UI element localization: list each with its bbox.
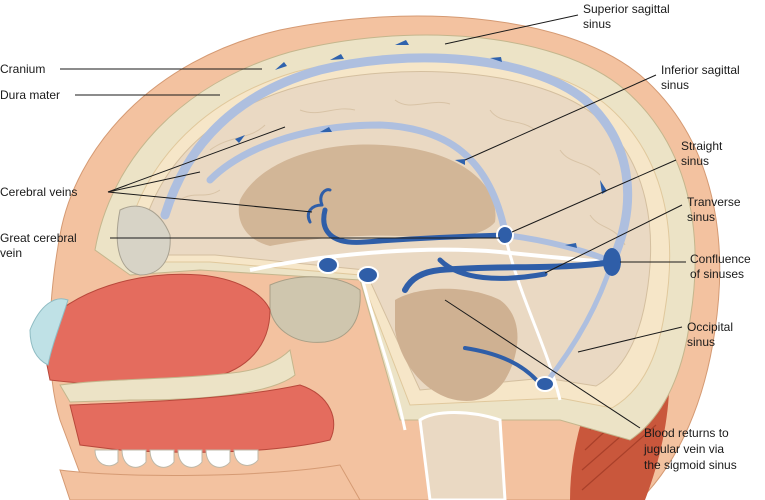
spinal-cord: [418, 411, 507, 500]
leader-cerebral-veins-1: [107, 126, 286, 193]
label-straight-line1: Straight: [681, 139, 723, 153]
label-cerebral-veins: Cerebral veins: [0, 185, 77, 199]
flow-arrow: [600, 180, 607, 194]
leader-straight-sinus: [511, 159, 677, 233]
straight-sinus-node: [496, 225, 514, 245]
label-blood-returns-line1: Blood returns to: [644, 426, 729, 440]
occipital-sinus-channel: [542, 259, 615, 387]
label-great-cerebral-vein-line1: Great cerebral: [0, 231, 77, 245]
flow-arrows: [235, 40, 607, 248]
flow-arrow: [330, 54, 344, 60]
flow-arrow: [565, 243, 577, 248]
label-superior-sagittal-line2: sinus: [583, 17, 611, 31]
sigmoid-vein: [437, 257, 548, 281]
label-occipital-line1: Occipital: [687, 320, 733, 334]
leader-superior-sagittal: [444, 14, 579, 45]
cavernous-node-2: [357, 266, 379, 284]
sinus-bone-cavity: [116, 205, 171, 276]
label-great-cerebral-vein-line2: vein: [0, 246, 22, 260]
cavernous-node-1: [317, 256, 339, 274]
label-straight-sinus: Straight sinus: [681, 139, 726, 168]
label-cranium: Cranium: [0, 62, 45, 76]
superior-sagittal-sinus-channel: [160, 53, 633, 267]
tentorium: [249, 247, 613, 272]
labels: Cranium Dura mater Cerebral veins Great …: [0, 2, 754, 472]
transverse-sinus-vein: [402, 259, 615, 293]
flow-arrow: [455, 159, 465, 165]
label-transverse-sinus: Tranverse sinus: [687, 195, 744, 224]
label-superior-sagittal-sinus: Superior sagittal sinus: [583, 2, 673, 31]
leader-cerebral-veins-3: [107, 191, 313, 213]
label-occipital-line2: sinus: [687, 335, 715, 349]
brainstem: [395, 288, 518, 401]
nose-tip: [29, 298, 69, 366]
lower-jaw: [59, 464, 361, 500]
leader-transverse-sinus: [544, 204, 683, 274]
confluence-node: [603, 248, 621, 276]
cerebral-vein-branch: [306, 188, 332, 224]
occipital-node: [535, 376, 555, 392]
label-inferior-sagittal-sinus: Inferior sagittal sinus: [661, 63, 743, 92]
veins: [306, 188, 621, 392]
label-dura-mater: Dura mater: [0, 88, 60, 102]
label-confluence-line1: Confluence: [690, 252, 751, 266]
label-confluence-of-sinuses: Confluence of sinuses: [690, 252, 754, 281]
label-confluence-line2: of sinuses: [690, 267, 744, 281]
label-blood-returns: Blood returns to jugular vein via the si…: [643, 426, 737, 472]
skull-base: [269, 276, 361, 343]
inferior-sagittal-sinus-channel: [206, 121, 509, 236]
great-cerebral-vein: [321, 207, 508, 245]
label-transverse-line2: sinus: [687, 210, 715, 224]
label-straight-line2: sinus: [681, 154, 709, 168]
flow-arrow: [490, 57, 502, 62]
straight-sinus-channel: [502, 232, 615, 265]
flow-arrow: [395, 40, 409, 45]
leader-inferior-sagittal: [464, 74, 657, 161]
flow-arrow: [235, 135, 245, 143]
sinus-channels: [160, 53, 633, 387]
label-blood-returns-line3: the sigmoid sinus: [644, 458, 737, 472]
label-transverse-line1: Tranverse: [687, 195, 741, 209]
label-great-cerebral-vein: Great cerebral vein: [0, 231, 80, 260]
deep-brain: [238, 144, 496, 246]
leader-cerebral-veins-2: [107, 171, 201, 193]
jugular-branch: [463, 346, 542, 386]
flow-arrow: [275, 62, 287, 70]
label-occipital-sinus: Occipital sinus: [687, 320, 736, 349]
teeth: [94, 449, 259, 468]
leader-blood-returns: [444, 299, 641, 429]
palate: [59, 348, 296, 403]
label-superior-sagittal-line1: Superior sagittal: [583, 2, 670, 16]
flow-arrow: [320, 127, 332, 132]
label-inferior-sagittal-line1: Inferior sagittal: [661, 63, 740, 77]
falx-spine: [358, 234, 562, 431]
leader-occipital-sinus: [577, 326, 683, 353]
label-blood-returns-line2: jugular vein via: [643, 442, 724, 456]
label-inferior-sagittal-line2: sinus: [661, 78, 689, 92]
leader-lines: [60, 14, 686, 429]
